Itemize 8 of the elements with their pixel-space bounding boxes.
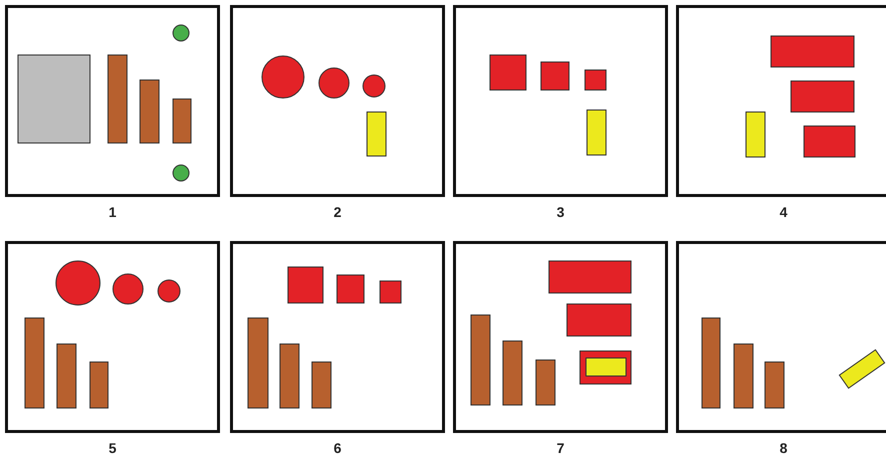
panel-number: 1 xyxy=(108,204,118,220)
panel-number: 8 xyxy=(778,440,788,456)
panel-number: 3 xyxy=(556,204,566,220)
panel-number: 7 xyxy=(556,440,566,456)
panel-number: 5 xyxy=(108,440,118,456)
panel-number: 6 xyxy=(332,440,342,456)
panel-number: 2 xyxy=(332,204,342,220)
panel-number: 4 xyxy=(778,204,788,220)
